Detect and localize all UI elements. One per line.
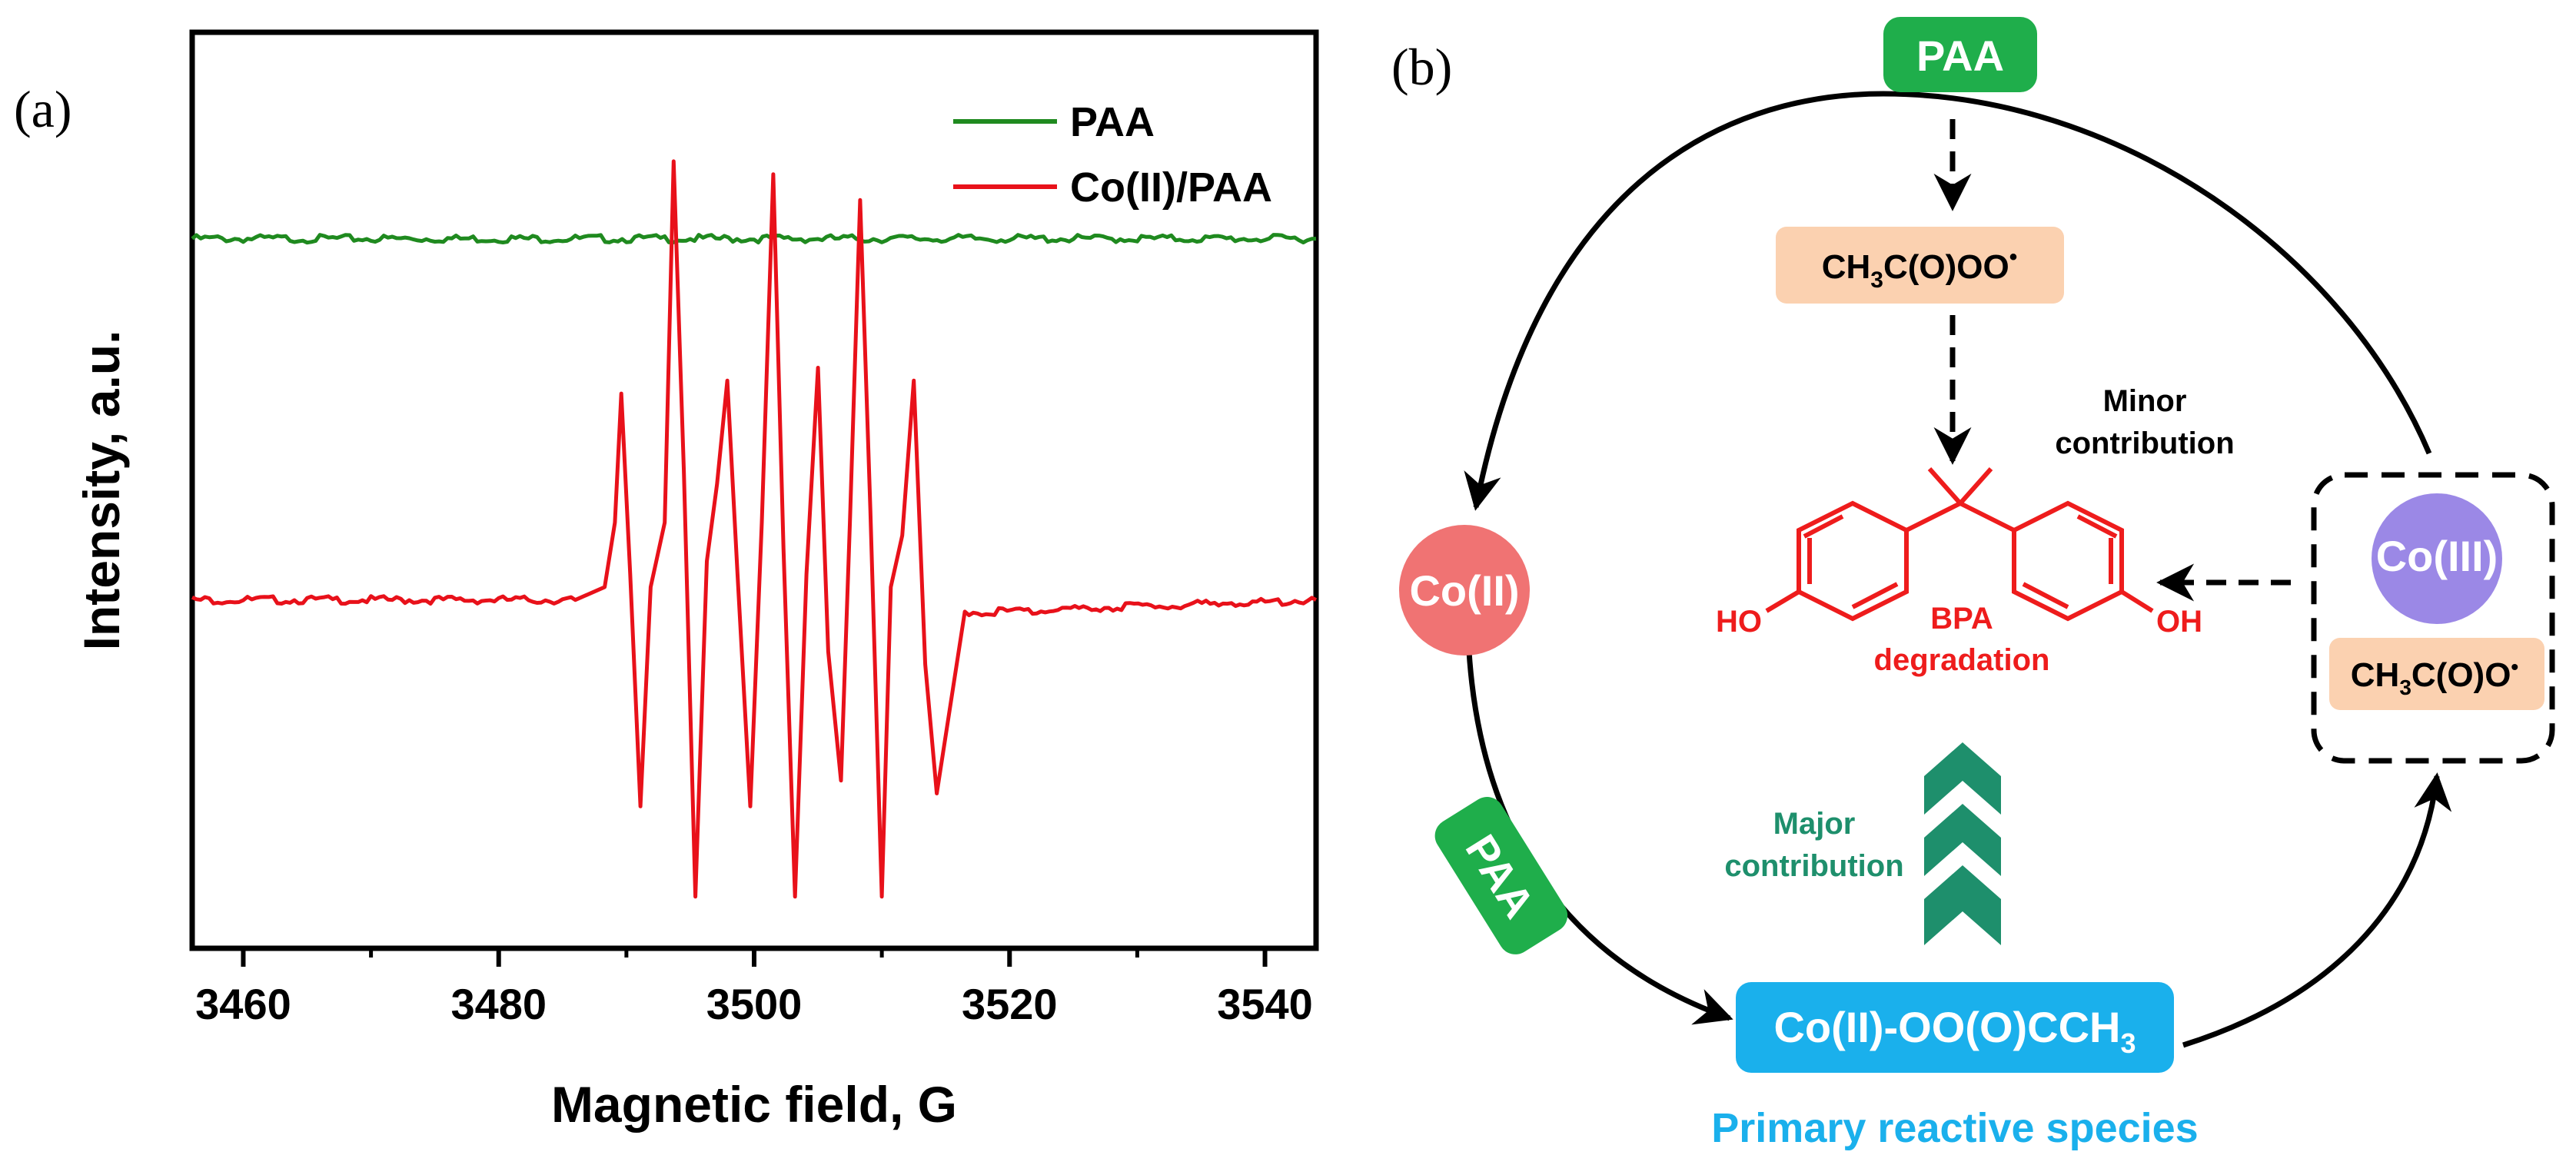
- co2-complex-label: Co(II)-OO(O)CCH3: [1773, 1003, 2136, 1059]
- bpa-degradation-line1: BPA: [1930, 602, 1993, 636]
- acetoxyl-radical-box: [2329, 638, 2544, 710]
- peroxyl-radical-box: [1776, 227, 2064, 304]
- co2-label: Co(II): [1409, 566, 1519, 615]
- series-line-co2-paa: [191, 159, 1318, 899]
- co3-label: Co(III): [2376, 532, 2498, 580]
- primary-reactive-species: Primary reactive species: [1711, 1105, 2198, 1151]
- bpa-molecule: [1765, 467, 2154, 622]
- oh-label: OH: [2156, 605, 2202, 639]
- series-line-paa: [191, 233, 1317, 245]
- peroxyl-radical-label: CH3C(O)OO•: [1822, 244, 2018, 293]
- epr-chart: 3460 3480 3500 3520 3540 PAA Co(II)/PAA Magne…: [73, 29, 1319, 1133]
- series-group: [191, 159, 1318, 899]
- x-tick-label-3460: 3460: [195, 980, 291, 1028]
- cycle-arc-top-left: [1464, 91, 1884, 511]
- x-tick-label-3520: 3520: [962, 980, 1058, 1028]
- co2-complex-box: [1736, 982, 2174, 1073]
- legend: PAA Co(II)/PAA: [953, 99, 1272, 211]
- paa-left-pill-group: PAA: [1434, 797, 1568, 954]
- ho-label: HO: [1716, 605, 1762, 639]
- y-axis-label: Intensity, a.u.: [73, 330, 130, 651]
- mechanism-diagram: PAA CH3C(O)OO• Minor contribution: [1399, 17, 2555, 1151]
- panel-label-a: (a): [14, 80, 71, 138]
- bpa-degradation-line2: degradation: [1874, 643, 2050, 677]
- minor-contribution-line2: contribution: [2055, 427, 2234, 460]
- major-contribution-line1: Major: [1773, 807, 1856, 841]
- x-ticks: 3460 3480 3500 3520 3540: [195, 948, 1313, 1028]
- major-contribution-line2: contribution: [1724, 849, 1903, 883]
- co2-circle: [1399, 525, 1530, 656]
- major-contribution-chevrons: [1924, 742, 2001, 945]
- legend-label-co2-paa: Co(II)/PAA: [1070, 164, 1272, 211]
- x-tick-label-3480: 3480: [450, 980, 547, 1028]
- x-tick-label-3500: 3500: [706, 980, 803, 1028]
- co3-dashed-box: [2311, 472, 2555, 764]
- paa-top-label: PAA: [1916, 32, 2004, 80]
- x-tick-label-3540: 3540: [1217, 980, 1313, 1028]
- legend-label-paa: PAA: [1070, 99, 1155, 145]
- paa-left-pill: [1434, 797, 1568, 954]
- minor-contribution-line1: Minor: [2103, 384, 2187, 418]
- panel-label-b: (b): [1391, 38, 1452, 96]
- x-axis-label: Magnetic field, G: [551, 1076, 957, 1133]
- cycle-arc-top-right: [1883, 91, 2432, 455]
- cycle-arc-bottom-right: [2182, 772, 2452, 1048]
- co3-circle: [2372, 493, 2502, 624]
- acetoxyl-radical-label: CH3C(O)O•: [2351, 655, 2518, 699]
- paa-top-pill: [1883, 17, 2037, 92]
